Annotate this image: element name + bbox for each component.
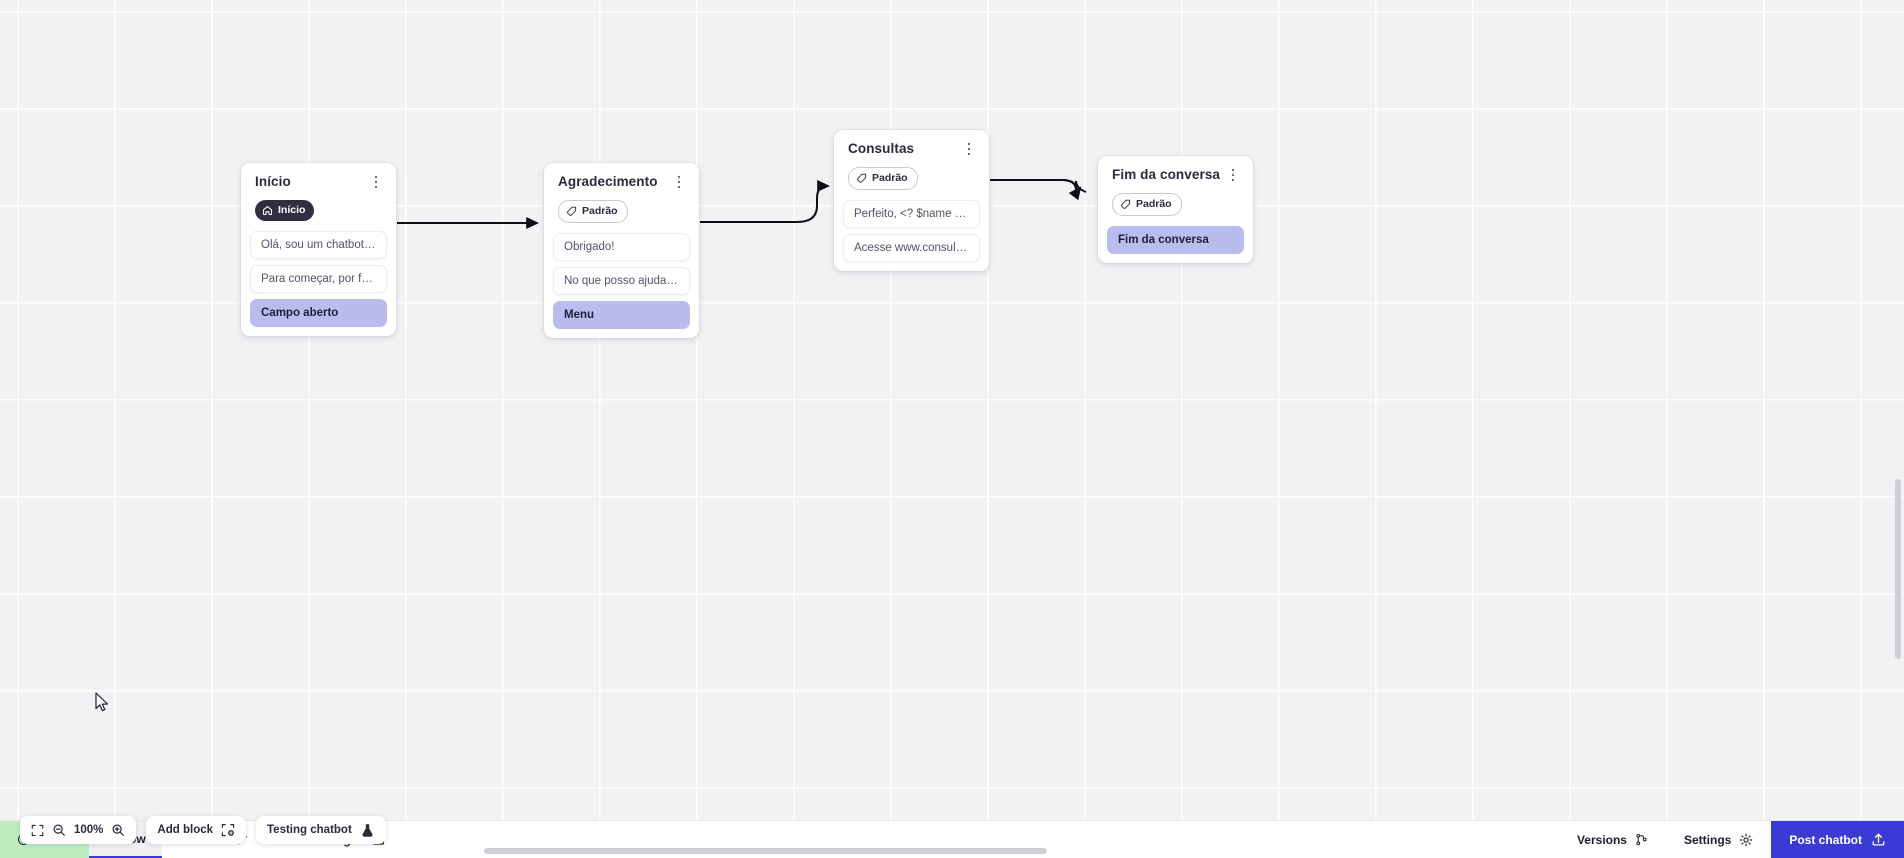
flow-node-consultas[interactable]: Consultas Padrão Perfeito, <? $name ?>! … <box>834 130 989 271</box>
node-row[interactable]: Para começar, por favor digite o ... <box>250 265 387 293</box>
node-rows: Obrigado! No que posso ajudar, <? $name … <box>544 233 699 338</box>
canvas-toolbar: 100% Add block Testing chatbot <box>20 816 386 844</box>
add-block-button[interactable]: Add block <box>146 816 247 844</box>
add-block-icon <box>221 823 235 837</box>
edge-consultas-fim <box>990 179 1082 201</box>
vertical-scrollbar[interactable] <box>1895 479 1901 659</box>
zoom-out-icon[interactable] <box>52 823 66 837</box>
node-badge-row: Padrão <box>544 191 699 233</box>
node-row[interactable]: Olá, sou um chatbot de teste! <box>250 231 387 259</box>
settings-label: Settings <box>1683 832 1732 847</box>
node-header: Início <box>241 174 396 191</box>
gear-icon <box>1739 833 1753 846</box>
flow-canvas[interactable]: Início Início Olá, sou um chatbot de tes… <box>0 0 1904 820</box>
node-badge-row: Padrão <box>834 158 989 200</box>
node-badge-label: Padrão <box>582 205 618 218</box>
edge-agradecimento-consultas <box>700 180 830 223</box>
fit-screen-icon[interactable] <box>31 824 44 837</box>
testing-chatbot-button[interactable]: Testing chatbot <box>256 816 386 844</box>
zoom-control-group: 100% <box>20 816 137 844</box>
zoom-in-icon[interactable] <box>111 823 125 837</box>
horizontal-scrollbar[interactable] <box>484 848 1047 854</box>
node-row[interactable]: Obrigado! <box>553 233 690 261</box>
branch-icon <box>1636 833 1647 846</box>
flow-node-inicio[interactable]: Início Início Olá, sou um chatbot de tes… <box>241 163 396 336</box>
node-header: Consultas <box>834 141 989 158</box>
zoom-level-label: 100% <box>74 824 104 836</box>
testing-chatbot-label: Testing chatbot <box>267 824 352 836</box>
node-rows: Olá, sou um chatbot de teste! Para começ… <box>241 231 396 336</box>
node-title: Fim da conversa <box>1112 167 1221 182</box>
post-chatbot-label: Post chatbot <box>1789 832 1862 847</box>
post-chatbot-button[interactable]: Post chatbot <box>1771 821 1904 858</box>
node-badge-padrao: Padrão <box>848 167 918 190</box>
node-title: Início <box>255 174 291 189</box>
node-row-accent[interactable]: Campo aberto <box>250 299 387 327</box>
node-badge-padrao: Padrão <box>1112 193 1182 216</box>
node-row-accent[interactable]: Fim da conversa <box>1107 226 1244 254</box>
node-row[interactable]: No que posso ajudar, <? $name ... <box>553 267 690 295</box>
node-header: Fim da conversa <box>1098 167 1253 184</box>
add-block-label: Add block <box>157 824 214 836</box>
node-badge-label: Padrão <box>1136 198 1172 211</box>
node-menu-button[interactable] <box>962 140 976 158</box>
node-header: Agradecimento <box>544 174 699 191</box>
node-title: Agradecimento <box>558 174 658 189</box>
node-badge-row: Início <box>241 191 396 231</box>
node-badge-inicio: Início <box>255 200 315 221</box>
node-menu-button[interactable] <box>672 173 686 191</box>
node-rows: Fim da conversa <box>1098 226 1253 263</box>
tag-icon <box>566 206 577 216</box>
flow-node-fim-da-conversa[interactable]: Fim da conversa Padrão Fim da conversa <box>1098 156 1253 263</box>
versions-label: Versions <box>1576 832 1627 847</box>
node-badge-label: Início <box>278 204 306 217</box>
home-icon <box>262 205 273 216</box>
node-rows: Perfeito, <? $name ?>! Acesse www.consul… <box>834 200 989 271</box>
node-row[interactable]: Perfeito, <? $name ?>! <box>843 200 980 228</box>
node-menu-button[interactable] <box>1226 166 1240 184</box>
node-badge-padrao: Padrão <box>558 200 628 223</box>
versions-button[interactable]: Versions <box>1559 821 1666 858</box>
upload-icon <box>1872 833 1885 846</box>
flow-edges <box>397 179 1087 229</box>
node-badge-label: Padrão <box>872 172 908 185</box>
node-title: Consultas <box>848 141 915 156</box>
node-menu-button[interactable] <box>369 173 383 191</box>
settings-button[interactable]: Settings <box>1666 821 1771 858</box>
node-row[interactable]: Acesse www.consultas.com par... <box>843 234 980 262</box>
flow-node-agradecimento[interactable]: Agradecimento Padrão Obrigado! No que po… <box>544 163 699 338</box>
flask-icon <box>360 823 375 838</box>
node-badge-row: Padrão <box>1098 184 1253 226</box>
tag-icon <box>1120 199 1131 209</box>
tag-icon <box>856 173 867 183</box>
node-row-accent[interactable]: Menu <box>553 301 690 329</box>
